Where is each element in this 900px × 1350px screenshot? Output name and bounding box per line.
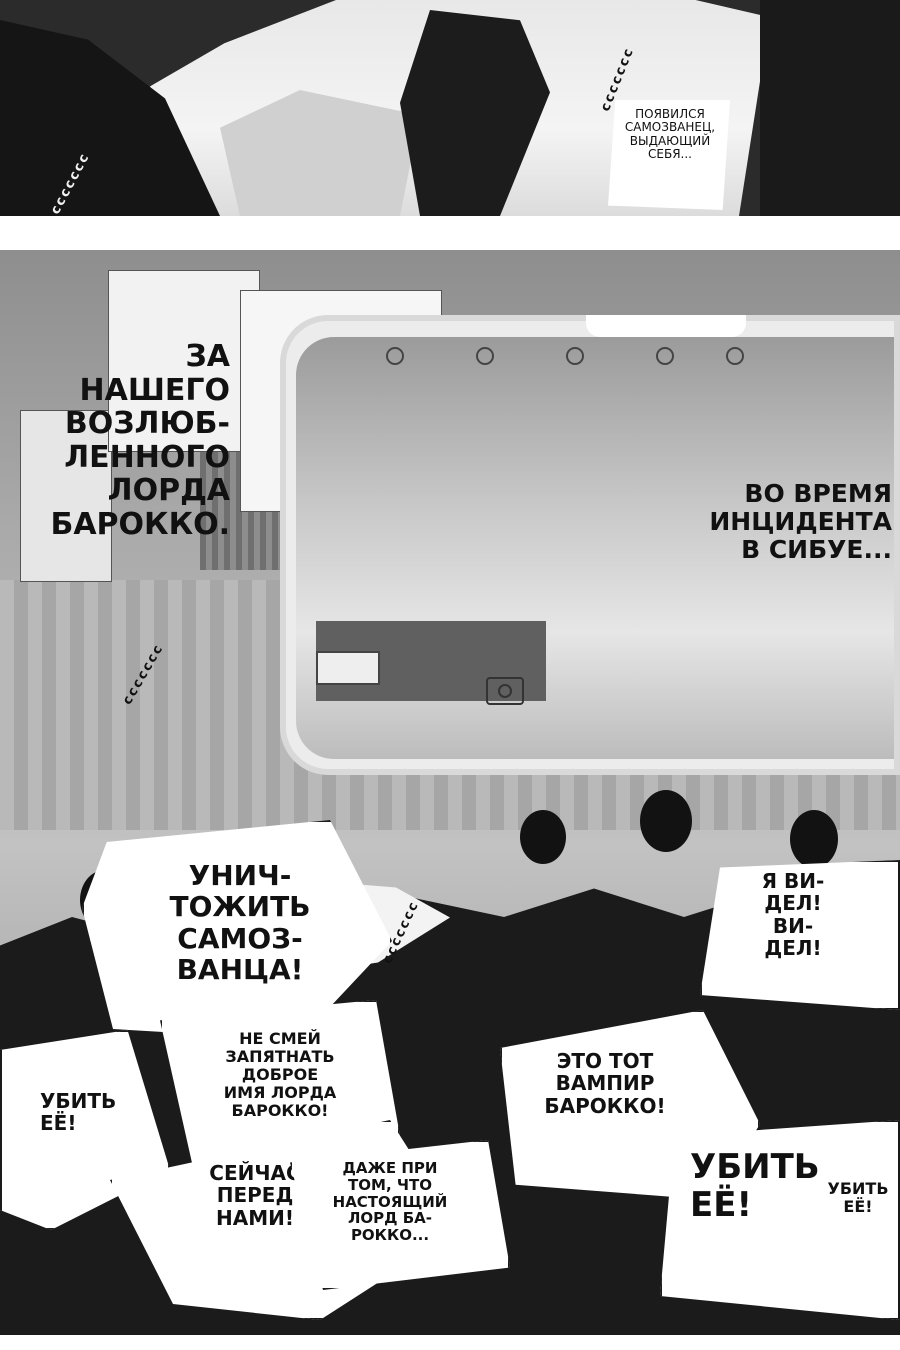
status-icon <box>476 347 494 365</box>
phone-notch <box>586 315 746 337</box>
text-destroy: УНИЧ- ТОЖИТЬ САМОЗ- ВАНЦА! <box>169 859 311 987</box>
text-dont-dare: НЕ СМЕЙ ЗАПЯТНАТЬ ДОБРОЕ ИМЯ ЛОРДА БАРОК… <box>223 1029 337 1120</box>
text-kill-left: УБИТЬ ЕЁ! <box>40 1089 117 1136</box>
status-icon <box>656 347 674 365</box>
caption-shibuya: ВО ВРЕМЯ ИНЦИДЕНТА В СИБУЕ... <box>709 479 892 564</box>
text-kill-small: УБИТЬ ЕЁ! <box>827 1179 889 1216</box>
text-i-saw: Я ВИ- ДЕЛ! ВИ- ДЕЛ! <box>761 869 825 961</box>
text-kill-big: УБИТЬ ЕЁ! <box>690 1147 820 1226</box>
crowd-head <box>520 810 566 864</box>
crowd-head <box>640 790 692 852</box>
text-its-vampire: ЭТО ТОТ ВАМПИР БАРОККО! <box>544 1049 666 1118</box>
camera-icon <box>486 677 524 705</box>
status-icon <box>726 347 744 365</box>
caption-for-lord: ЗА НАШЕГО ВОЗЛЮБ- ЛЕННОГО ЛОРДА БАРОККО. <box>50 339 230 542</box>
status-icon <box>566 347 584 365</box>
bubble-even-so <box>290 1140 510 1290</box>
top-panel: ПОЯВИЛСЯ САМОЗВАНЕЦ, ВЫДАЮЩИЙ СЕБЯ... сс… <box>0 0 900 216</box>
phone-status-icons <box>346 347 874 367</box>
top-panel-dark-edge <box>760 0 900 216</box>
caption-box-top <box>608 100 730 210</box>
smartphone <box>280 315 900 775</box>
hanging-banner-left <box>20 410 112 582</box>
status-icon <box>386 347 404 365</box>
caption-self-proclaimed: ПОЯВИЛСЯ САМОЗВАНЕЦ, ВЫДАЮЩИЙ СЕБЯ... <box>624 107 716 162</box>
hanging-banner-mid <box>108 270 260 452</box>
text-even-so: ДАЖЕ ПРИ ТОМ, ЧТО НАСТОЯЩИЙ ЛОРД БА- РОК… <box>332 1159 448 1245</box>
text-now-before: СЕЙЧАС ПЕРЕД НАМИ! <box>209 1161 301 1230</box>
crowd-head <box>790 810 838 868</box>
image-icon <box>316 651 380 685</box>
